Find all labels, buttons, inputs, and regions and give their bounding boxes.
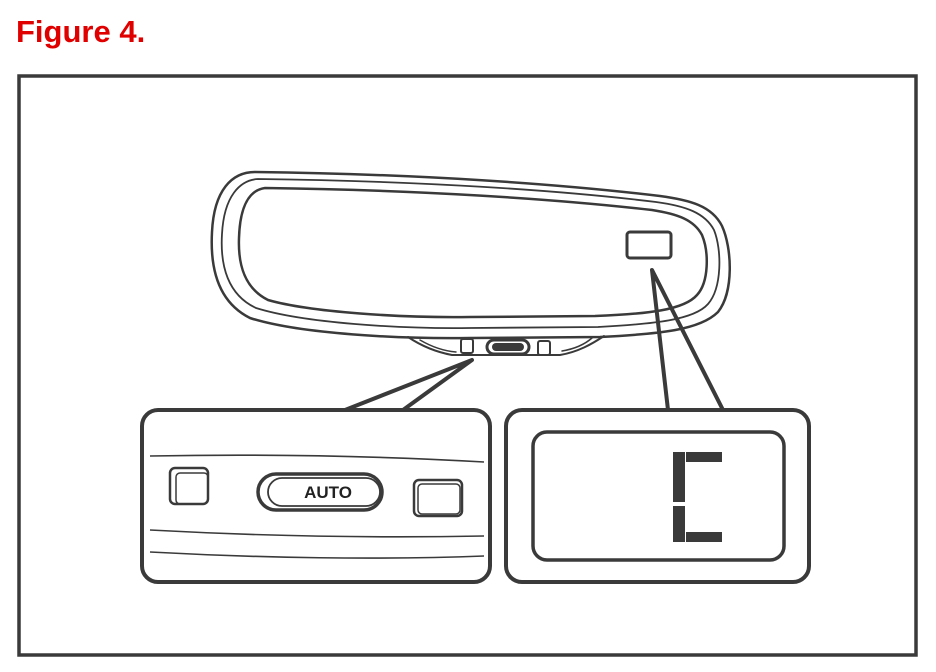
figure-title: Figure 4.: [16, 14, 146, 49]
mirror-glass: [237, 186, 708, 319]
zoom-right-button: [412, 478, 464, 518]
display-character-segments: [673, 452, 722, 542]
auto-button-label: AUTO: [304, 483, 352, 502]
zoom-auto-button: [256, 472, 384, 512]
callout-leaders: [344, 268, 725, 412]
mirror-outer-housing: [210, 170, 731, 340]
mirror-housing-inner-edge: [220, 178, 721, 330]
mirror-left-button: [460, 338, 474, 354]
mirror-right-button: [537, 340, 551, 356]
auto-callout-leader: [344, 358, 474, 412]
mirror-buttons: [460, 338, 551, 356]
display-callout-leader: [650, 268, 725, 411]
rearview-mirror: [210, 170, 731, 356]
mirror-auto-button: [485, 338, 531, 356]
diagram-frame: [17, 74, 918, 657]
zoom-display-window: [531, 430, 786, 562]
auto-button-zoom-panel: AUTO: [140, 408, 492, 584]
display-zoom-panel: [504, 408, 811, 584]
mirror-display-window: [625, 230, 673, 260]
